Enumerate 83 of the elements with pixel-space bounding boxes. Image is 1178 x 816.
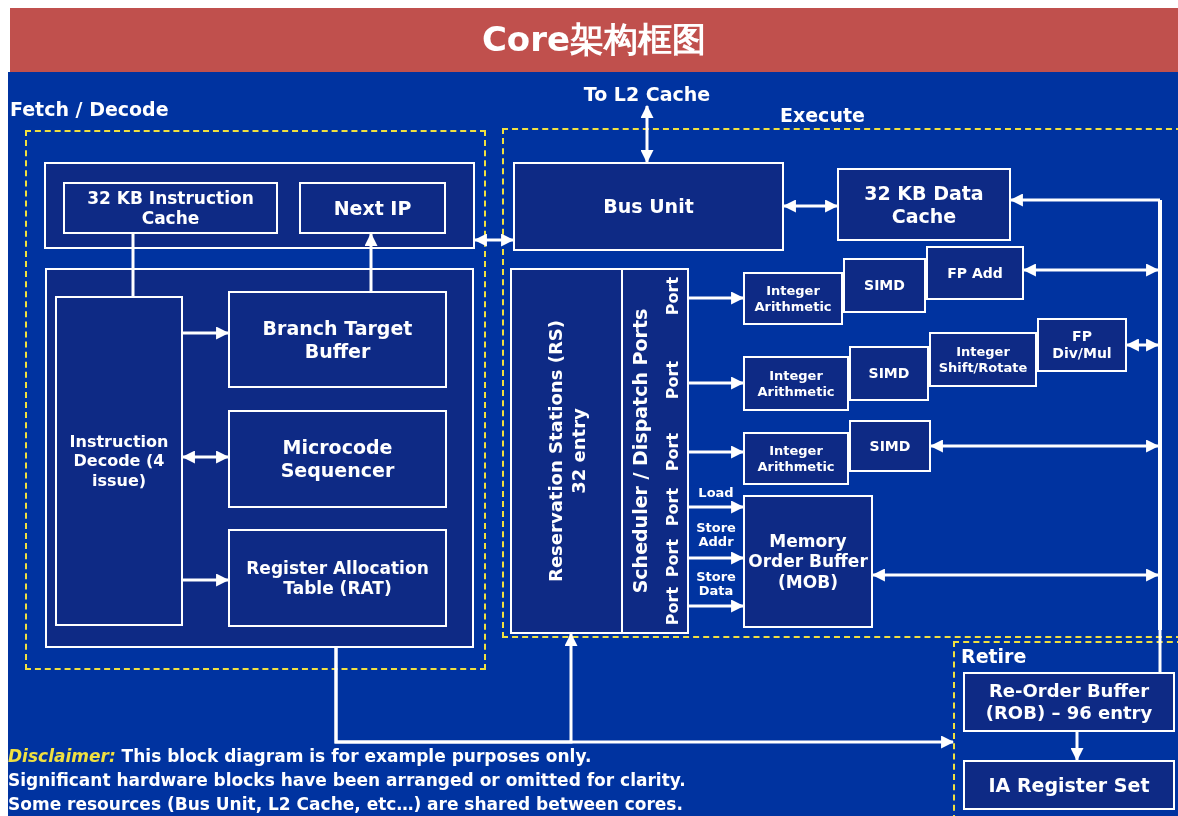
region-heading: Retire [961,645,1027,667]
unit-box [963,672,1175,732]
unit-box [743,432,849,485]
node-label: Integer Arithmetic [753,282,833,315]
arrow [689,376,745,390]
arrow [473,233,515,247]
node-label: FP Add [947,264,1003,282]
unit-box [743,272,843,325]
port-label: Port [663,538,683,578]
unit-box [926,246,1024,300]
disclaimer-note: Significant hardware blocks have been arranged or omitted for clarity. [8,770,686,790]
arrow [181,450,230,464]
region-heading: Execute [780,104,865,126]
arrow [689,599,745,613]
connector-line [1158,630,1162,672]
node-label: Memory Order Buffer (MOB) [747,530,869,593]
port-label: Port [663,586,683,626]
node-label: Instruction Decode (4 issue) [68,432,170,490]
node-label: IA Register Set [988,773,1150,797]
port-label: Port [663,487,683,527]
group-box [44,162,475,249]
disclaimer-note: Disclaimer: This block diagram is for example purposes only. [8,746,592,766]
arrow [689,445,745,459]
node-label: SIMD [864,277,905,294]
group-box [45,268,474,648]
unit-box [510,268,623,634]
arrow [1009,193,1160,207]
node-label: SIMD [869,437,911,455]
unit-box [843,258,926,313]
node-label: 32 KB Instruction Cache [86,187,255,229]
unit-box [963,760,1175,810]
diagram-title: Core架构框图 [481,18,707,61]
node-label: Scheduler / Dispatch Ports [629,308,653,594]
arrow [929,439,1160,453]
unit-box [743,495,873,628]
port-label: Port [663,360,683,400]
unit-box [228,291,447,388]
node-label: To L2 Cache [583,82,711,106]
unit-box [299,182,446,234]
arrow [183,573,230,587]
port-label: Port [663,432,683,472]
arrow [334,648,955,749]
arrow [689,291,745,305]
arrow [1070,732,1084,762]
node-label: Integer Arithmetic [756,367,836,400]
node-label: Next IP [333,196,412,220]
unit-box [743,356,849,411]
unit-box [849,420,931,472]
node-label: Re-Order Buffer (ROB) – 96 entry [984,680,1154,724]
arrow [689,551,745,565]
node-label: Integer Arithmetic [756,442,836,475]
unit-box [837,168,1011,241]
node-label: Branch Target Buffer [261,316,414,363]
node-label: FP Div/Mul [1051,328,1113,362]
disclaimer-note: Some resources (Bus Unit, L2 Cache, etc…) are shared between cores. [8,794,683,814]
unit-box [55,296,183,626]
region-outline [953,641,1178,816]
unit-box [513,162,784,251]
arrow [689,500,745,514]
arrow [1022,263,1160,277]
arrow [782,199,839,213]
unit-box [228,410,447,508]
node-label: Bus Unit [603,195,694,218]
unit-box [228,529,447,627]
arrow [640,104,654,164]
unit-box [1037,318,1127,372]
unit-box [849,346,929,401]
arrow [183,326,230,340]
port-label: Port [663,276,683,316]
node-label: Microcode Sequencer [279,436,396,482]
unit-box [63,182,278,234]
node-label: SIMD [868,365,910,382]
region-heading: Fetch / Decode [10,98,169,120]
node-label: Reservation Stations (RS) 32 entry [544,319,589,584]
arrow [871,568,1160,582]
connector-line [131,234,135,296]
node-label: Register Allocation Table (RAT) [245,557,430,599]
node-label: 32 KB Data Cache [863,181,985,228]
unit-box [929,332,1037,387]
arrow [364,232,378,291]
arrow [1125,338,1160,352]
unit-box [621,268,689,634]
node-label: Integer Shift/Rotate [937,343,1029,376]
